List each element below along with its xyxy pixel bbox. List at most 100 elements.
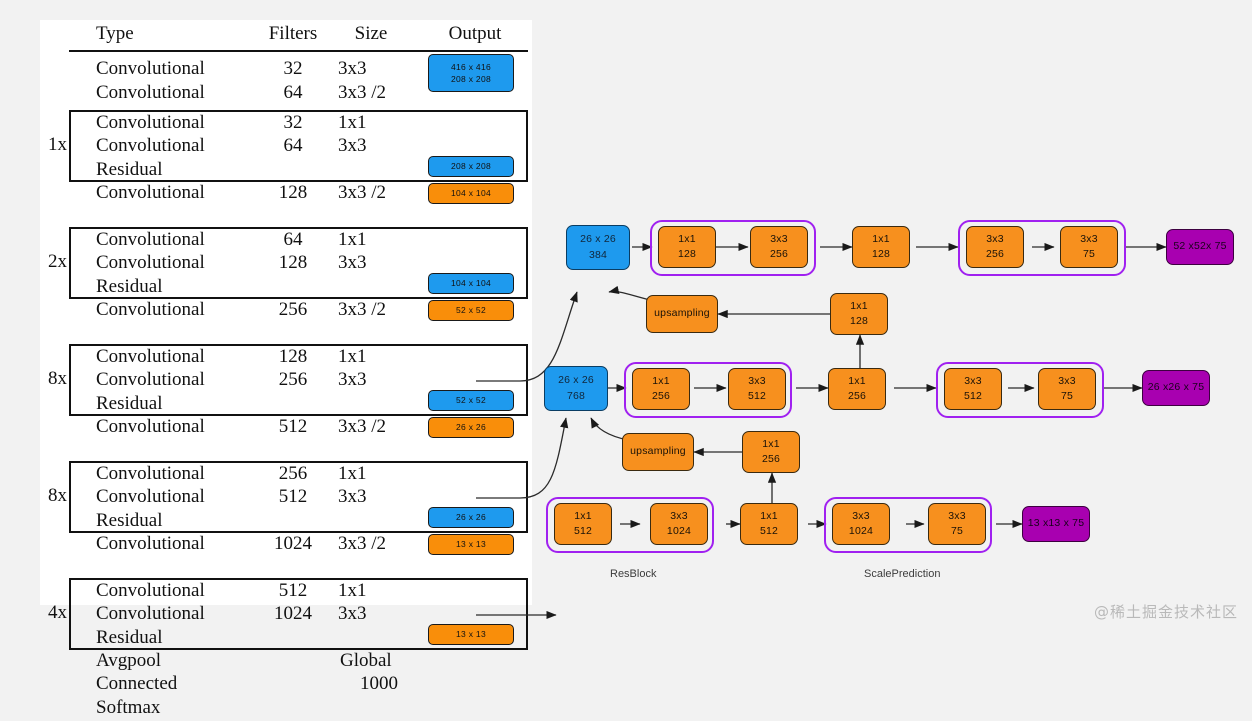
cell-type: Convolutional (96, 299, 205, 320)
table-row: Residual (40, 393, 532, 417)
branch-conv1x1-medium[interactable]: 1x1 256 (742, 431, 800, 473)
node-line-1: 1x1 (872, 232, 890, 245)
cell-type: Convolutional (96, 182, 205, 203)
output-chip-13-orange-b: 13 x 13 (428, 624, 514, 645)
cell-type: Convolutional (96, 252, 205, 273)
node-line-1: 3x3 (948, 509, 966, 522)
upsampling-node-large[interactable]: upsampling (646, 295, 718, 333)
node-line-2: 128 (849, 315, 869, 327)
chip-line-1: 13 x 13 (456, 629, 486, 640)
cell-size: 3x3 (338, 369, 367, 390)
column-header-type: Type (96, 23, 134, 44)
scaleprediction-group-medium (936, 362, 1104, 418)
table-row: Connected 1000 (40, 673, 532, 697)
output-node-medium[interactable]: 26 x26 x 75 (1142, 370, 1210, 406)
cell-type: Convolutional (96, 135, 205, 156)
table-row: Convolutional 256 1x1 (40, 463, 532, 487)
cell-type: Convolutional (96, 580, 205, 601)
resblock-conv3x3-medium[interactable]: 3x3 512 (728, 368, 786, 410)
node-line-1: 26 x26 x 75 (1147, 381, 1205, 394)
cell-type: Convolutional (96, 58, 205, 79)
concat-node-medium[interactable]: 26 x 26 768 (544, 366, 608, 411)
cell-filters: 256 (278, 463, 308, 484)
node-line-1: 1x1 (678, 232, 696, 245)
column-header-size: Size (354, 23, 388, 44)
cell-filters: 1024 (274, 603, 312, 624)
yolo-head-diagram: 26 x 26 384 1x1 128 3x3 256 1x1 128 3x3 … (532, 0, 1252, 630)
cell-size: 3x3 (338, 58, 367, 79)
scaleprediction-group-small (824, 497, 992, 553)
pred-conv3x3-medium[interactable]: 3x3 512 (944, 368, 1002, 410)
resblock-conv1x1-small[interactable]: 1x1 512 (554, 503, 612, 545)
pred-conv3x3-large[interactable]: 3x3 256 (966, 226, 1024, 268)
cell-type: Convolutional (96, 346, 205, 367)
chip-line-1: 208 x 208 (450, 161, 492, 172)
pred-conv-out-large[interactable]: 3x3 75 (1060, 226, 1118, 268)
node-line-2: 75 (950, 525, 964, 537)
cell-type: Convolutional (96, 82, 205, 103)
resblock-group-medium (624, 362, 792, 418)
page-root: Type Filters Size Output 1x 2x 8x 8x 4x … (40, 0, 1252, 718)
cell-type: Convolutional (96, 369, 205, 390)
cell-type: Convolutional (96, 533, 205, 554)
table-row: Convolutional 1024 3x3 (40, 603, 532, 627)
cell-filters: 128 (278, 182, 308, 203)
resblock-conv3x3-large[interactable]: 3x3 256 (750, 226, 808, 268)
chip-line-1: 104 x 104 (450, 278, 492, 289)
node-line-2: 512 (759, 525, 779, 537)
table-body: Type Filters Size Output 1x 2x 8x 8x 4x … (40, 20, 532, 718)
node-line-2: 512 (747, 390, 767, 402)
node-line-1: 1x1 (760, 509, 778, 522)
cell-filters: 64 (283, 82, 303, 103)
resblock-conv1x1-medium[interactable]: 1x1 256 (632, 368, 690, 410)
chip-line-1: 104 x 104 (450, 188, 492, 199)
table-row: Residual (40, 276, 532, 300)
node-line-1: 1x1 (762, 437, 780, 450)
output-chip-26-blue: 26 x 26 (428, 507, 514, 528)
cell-filters: 1024 (274, 533, 312, 554)
cell-filters: 256 (278, 299, 308, 320)
cell-size: 3x3 /2 (338, 533, 387, 554)
resblock-group-small (546, 497, 714, 553)
table-row: Convolutional 32 3x3 (40, 58, 532, 82)
pred-conv-out-small[interactable]: 3x3 75 (928, 503, 986, 545)
cell-size: 1x1 (338, 463, 367, 484)
cell-type: Residual (96, 510, 163, 531)
concat-node-large[interactable]: 26 x 26 384 (566, 225, 630, 270)
neck-conv1x1-medium[interactable]: 1x1 256 (828, 368, 886, 410)
output-chip-26-orange: 26 x 26 (428, 417, 514, 438)
table-row: Convolutional 512 1x1 (40, 580, 532, 604)
upsampling-node-medium[interactable]: upsampling (622, 433, 694, 471)
chip-line-1: 26 x 26 (456, 422, 486, 433)
cell-size: 3x3 (338, 603, 367, 624)
repeat-count-8x-b: 8x (48, 485, 67, 506)
table-row: Convolutional 128 3x3 (40, 252, 532, 276)
resblock-conv1x1-large[interactable]: 1x1 128 (658, 226, 716, 268)
cell-size: 3x3 (338, 252, 367, 273)
cell-type: Convolutional (96, 486, 205, 507)
node-line-1: 1x1 (848, 374, 866, 387)
pred-conv3x3-small[interactable]: 3x3 1024 (832, 503, 890, 545)
node-line-2: 256 (651, 390, 671, 402)
table-row: Convolutional 256 3x3 (40, 369, 532, 393)
node-line-2: 128 (677, 248, 697, 260)
node-line-2: 256 (847, 390, 867, 402)
cell-filters: 128 (278, 252, 308, 273)
table-row: Residual (40, 510, 532, 534)
output-node-small[interactable]: 13 x13 x 75 (1022, 506, 1090, 542)
node-line-1: 1x1 (574, 509, 592, 522)
cell-type: Residual (96, 276, 163, 297)
neck-conv1x1-small[interactable]: 1x1 512 (740, 503, 798, 545)
resblock-group-large (650, 220, 816, 276)
cell-size: 3x3 (338, 486, 367, 507)
output-node-large[interactable]: 52 x52x 75 (1166, 229, 1234, 265)
table-row: Convolutional 64 3x3 /2 (40, 82, 532, 106)
header-rule (69, 50, 528, 52)
node-line-1: 3x3 (1058, 374, 1076, 387)
pred-conv-out-medium[interactable]: 3x3 75 (1038, 368, 1096, 410)
resblock-conv3x3-small[interactable]: 3x3 1024 (650, 503, 708, 545)
neck-conv1x1-large[interactable]: 1x1 128 (852, 226, 910, 268)
table-row: Convolutional 512 3x3 (40, 486, 532, 510)
cell-type: Convolutional (96, 112, 205, 133)
branch-conv1x1-large[interactable]: 1x1 128 (830, 293, 888, 335)
